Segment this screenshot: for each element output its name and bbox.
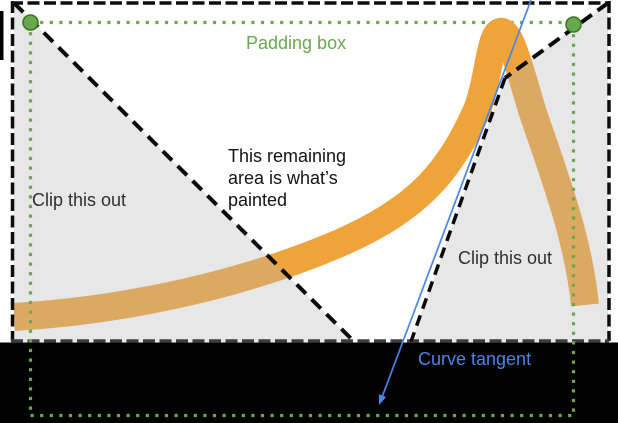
padding-box-label: Padding box: [246, 33, 347, 53]
clip-diagonal-right: [503, 1, 610, 80]
padding-corner-marker-left-icon: [22, 14, 39, 31]
remaining-area-label: This remaining area is what’s painted: [228, 146, 347, 210]
curve-tangent-label: Curve tangent: [418, 349, 532, 369]
tangent-arrowhead-icon: [378, 394, 387, 405]
left-edge-mark: [0, 11, 4, 60]
painted-curve: [13, 18, 599, 331]
clip-region-right: [411, 3, 608, 342]
clip-label-right: Clip this out: [458, 248, 553, 268]
padding-corner-marker-right-icon: [565, 16, 582, 33]
below-element-black-area: [0, 342, 618, 423]
clip-diagonal-left: [12, 1, 356, 343]
tangent-line: [381, 0, 532, 397]
clip-label-left: Clip this out: [32, 190, 127, 210]
clip-tangent-dashed-segment: [409, 77, 507, 343]
